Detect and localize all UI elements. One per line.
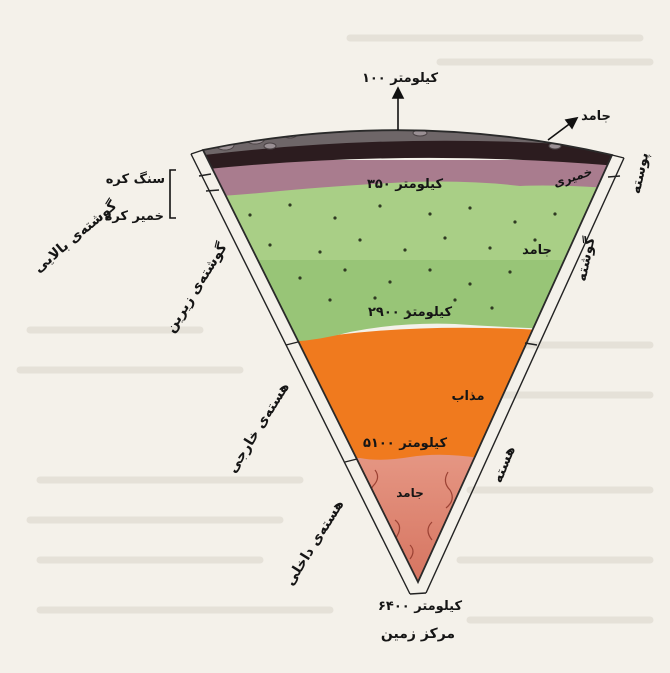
inner-core-state-label: جامد xyxy=(396,486,424,500)
mantle-label: گوشته xyxy=(573,235,599,283)
crust-label: پوسته xyxy=(628,151,652,195)
upper-mantle-label: گوشته‌ی بالایی xyxy=(30,196,120,276)
mantle-state-label: جامد xyxy=(522,243,552,258)
top-arrow xyxy=(393,88,403,130)
depth-2900-label: ۲۹۰۰ کیلومتر xyxy=(368,305,452,320)
lower-mantle-label: گوشته‌ی زیرین xyxy=(162,239,231,336)
solid-arrow xyxy=(548,118,577,140)
earth-center-label: مرکز زمین xyxy=(381,626,455,642)
top-marker-label: ۱۰۰ کیلومتر xyxy=(362,71,439,86)
upper-mantle-bracket xyxy=(170,170,176,218)
depth-350-label: ۳۵۰ کیلومتر xyxy=(367,177,444,192)
depth-6400-label: ۶۴۰۰ کیلومتر xyxy=(378,599,462,614)
outer-core-label: هسته‌ی خارجی xyxy=(224,380,292,476)
solid-crust-label: جامد xyxy=(581,109,611,124)
inner-core-label: هسته‌ی داخلی xyxy=(282,497,347,588)
outer-core-state-label: مذاب xyxy=(451,389,484,404)
depth-5100-label: ۵۱۰۰ کیلومتر xyxy=(363,436,447,451)
core-label: هسته xyxy=(490,444,519,485)
lithosphere-label: سنگ کره xyxy=(106,171,165,187)
